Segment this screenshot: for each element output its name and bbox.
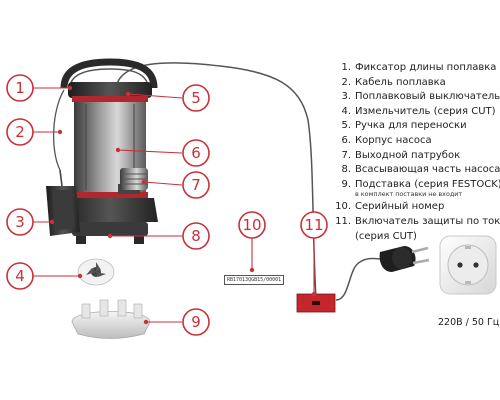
callout-7-number: 7 bbox=[191, 176, 201, 194]
legend-num: 10. bbox=[335, 201, 351, 213]
callout-10-number: 10 bbox=[242, 216, 261, 234]
legend-item-6: 6. Корпус насоса bbox=[333, 134, 500, 149]
legend-item-3: 3. Поплавковый выключатель bbox=[333, 90, 500, 105]
legend-item-4: 4. Измельчитель (серия CUT) bbox=[333, 105, 500, 120]
legend-text: Выходной патрубок bbox=[355, 149, 461, 161]
legend-text: Включатель защиты по току bbox=[355, 215, 500, 227]
legend-item-10: 10. Серийный номер bbox=[333, 200, 500, 215]
legend-item-11-continuation: (серия CUT) bbox=[355, 230, 417, 242]
socket-icon bbox=[439, 235, 497, 295]
legend-num: 11. bbox=[335, 215, 351, 227]
callout-1: 1 bbox=[6, 74, 34, 102]
callout-11-number: 11 bbox=[304, 216, 323, 234]
legend-num: 1. bbox=[341, 62, 351, 73]
legend-item-9-note: в комплект поставки не входит bbox=[355, 190, 463, 199]
callout-5-number: 5 bbox=[191, 89, 201, 107]
callout-3-number: 3 bbox=[15, 213, 25, 231]
serial-number-label: RB17013QGB15/00001 bbox=[224, 275, 285, 285]
legend-text: Всасывающая часть насоса bbox=[355, 164, 500, 176]
legend-num: 6. bbox=[341, 134, 351, 146]
callout-2-number: 2 bbox=[15, 123, 25, 141]
float-switch-icon bbox=[46, 169, 80, 236]
callout-11: 11 bbox=[300, 211, 328, 239]
legend-item-8: 8. Всасывающая часть насоса bbox=[333, 163, 500, 178]
legend-num: 9. bbox=[341, 178, 351, 190]
legend-item-1: 1. Фиксатор длины поплавка bbox=[333, 61, 500, 76]
callout-4: 4 bbox=[6, 262, 34, 290]
legend-text: Поплавковый выключатель bbox=[355, 91, 500, 103]
legend-item-9: 9. Подставка (серия FESTOCK) bbox=[333, 178, 500, 193]
callout-8: 8 bbox=[182, 222, 210, 250]
power-cable bbox=[115, 62, 317, 299]
pump-icon bbox=[60, 58, 158, 244]
legend-item-5: 5. Ручка для переноски bbox=[333, 119, 500, 134]
plug-icon bbox=[379, 246, 430, 272]
float-cable bbox=[52, 89, 65, 171]
legend-text: Ручка для переноски bbox=[355, 120, 467, 132]
stand-icon bbox=[71, 299, 151, 339]
callout-7: 7 bbox=[182, 171, 210, 199]
parts-legend: 1. Фиксатор длины поплавка 2. Кабель попла… bbox=[333, 61, 500, 244]
legend-text: Фиксатор длины поплавка bbox=[355, 62, 497, 73]
callout-10: 10 bbox=[238, 211, 266, 239]
callout-6: 6 bbox=[182, 139, 210, 167]
legend-item-7: 7. Выходной патрубок bbox=[333, 149, 500, 164]
legend-num: 8. bbox=[341, 164, 351, 176]
callout-6-number: 6 bbox=[191, 144, 201, 162]
legend-text: Подставка (серия FESTOCK) bbox=[355, 178, 500, 190]
callout-5: 5 bbox=[182, 84, 210, 112]
leader-lines bbox=[33, 85, 317, 325]
callout-4-number: 4 bbox=[15, 267, 25, 285]
legend-num: 7. bbox=[341, 149, 351, 161]
legend-item-2: 2. Кабель поплавка bbox=[333, 76, 500, 91]
legend-item-11: 11. Включатель защиты по току bbox=[333, 215, 500, 230]
legend-text: Корпус насоса bbox=[355, 134, 432, 146]
callout-9: 9 bbox=[182, 308, 210, 336]
legend-text: Серийный номер bbox=[355, 201, 445, 213]
legend-num: 3. bbox=[341, 91, 351, 103]
legend-text: Кабель поплавка bbox=[355, 76, 446, 88]
legend-num: 5. bbox=[341, 120, 351, 132]
legend-num: 4. bbox=[341, 105, 351, 117]
legend-text: Измельчитель (серия CUT) bbox=[355, 105, 496, 117]
plug-cable bbox=[335, 257, 381, 301]
legend-num: 2. bbox=[341, 76, 351, 88]
voltage-label: 220В / 50 Гц bbox=[438, 317, 500, 328]
shredder-icon bbox=[77, 258, 115, 286]
callout-1-number: 1 bbox=[15, 79, 25, 97]
callout-2: 2 bbox=[6, 118, 34, 146]
callout-3: 3 bbox=[6, 208, 34, 236]
callout-8-number: 8 bbox=[191, 227, 201, 245]
callout-9-number: 9 bbox=[191, 313, 201, 331]
